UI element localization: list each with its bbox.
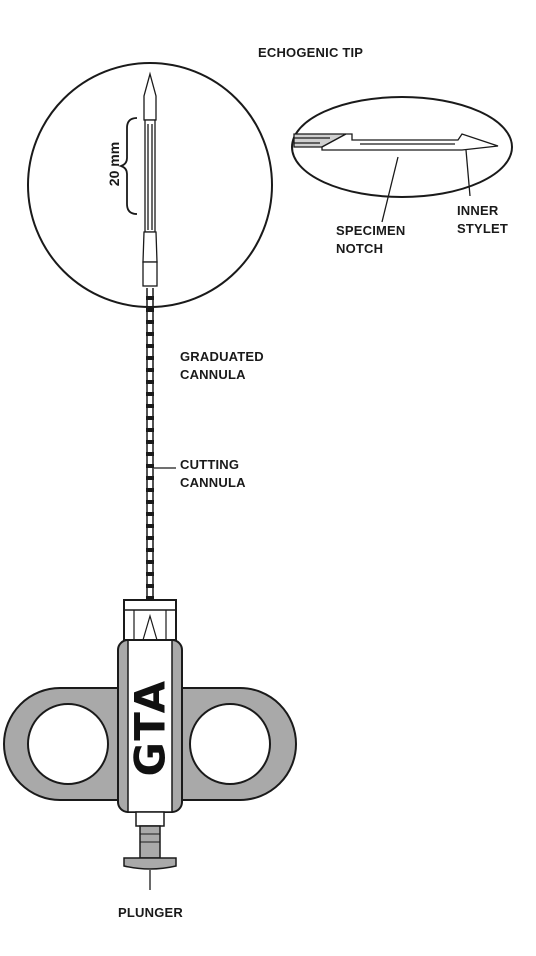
inner-stylet-label: INNER STYLET [457, 203, 509, 236]
graduation-mark [146, 536, 154, 540]
graduation-mark [146, 440, 154, 444]
graduation-mark [146, 572, 154, 576]
graduation-mark [146, 500, 154, 504]
graduation-mark [146, 416, 154, 420]
graduation-mark [146, 452, 154, 456]
graduation-mark [146, 380, 154, 384]
graduation-mark [146, 308, 154, 312]
graduation-mark [146, 524, 154, 528]
inset-ellipse [291, 96, 513, 198]
graduation-mark [146, 584, 154, 588]
plunger-label: PLUNGER [118, 905, 183, 920]
graduation-mark [146, 596, 154, 600]
graduation-mark [146, 488, 154, 492]
graduation-mark [146, 296, 154, 300]
graduation-mark [146, 356, 154, 360]
inner-stylet-leader [465, 149, 471, 197]
graduation-mark [146, 476, 154, 480]
cannula-graduations [146, 296, 154, 600]
specimen-notch-leader [381, 156, 399, 223]
dimension-label: 20 mm [106, 141, 122, 187]
graduation-mark [146, 560, 154, 564]
graduation-mark [146, 320, 154, 324]
inset-stylet [293, 133, 499, 151]
brand-logo: GTA [125, 678, 175, 777]
graduation-mark [146, 464, 154, 468]
graduation-mark [146, 332, 154, 336]
plunger-cap [123, 857, 177, 870]
cutting-cannula-label: CUTTING CANNULA [180, 457, 246, 490]
hub-connector [123, 599, 177, 641]
magnifier-circle [27, 62, 273, 308]
graduation-mark [146, 368, 154, 372]
graduation-mark [146, 512, 154, 516]
left-finger-ring [27, 703, 109, 785]
graduation-mark [146, 404, 154, 408]
specimen-notch-label: SPECIMEN NOTCH [336, 223, 406, 256]
magnified-needle-tip [142, 71, 158, 287]
graduation-mark [146, 392, 154, 396]
right-finger-ring [189, 703, 271, 785]
graduated-cannula-label: GRADUATED CANNULA [180, 349, 264, 382]
graduation-mark [146, 428, 154, 432]
graduation-mark [146, 344, 154, 348]
echogenic-tip-label: ECHOGENIC TIP [258, 45, 364, 60]
plunger-collar [135, 811, 165, 827]
graduation-mark [146, 548, 154, 552]
dimension-bracket [118, 117, 138, 215]
